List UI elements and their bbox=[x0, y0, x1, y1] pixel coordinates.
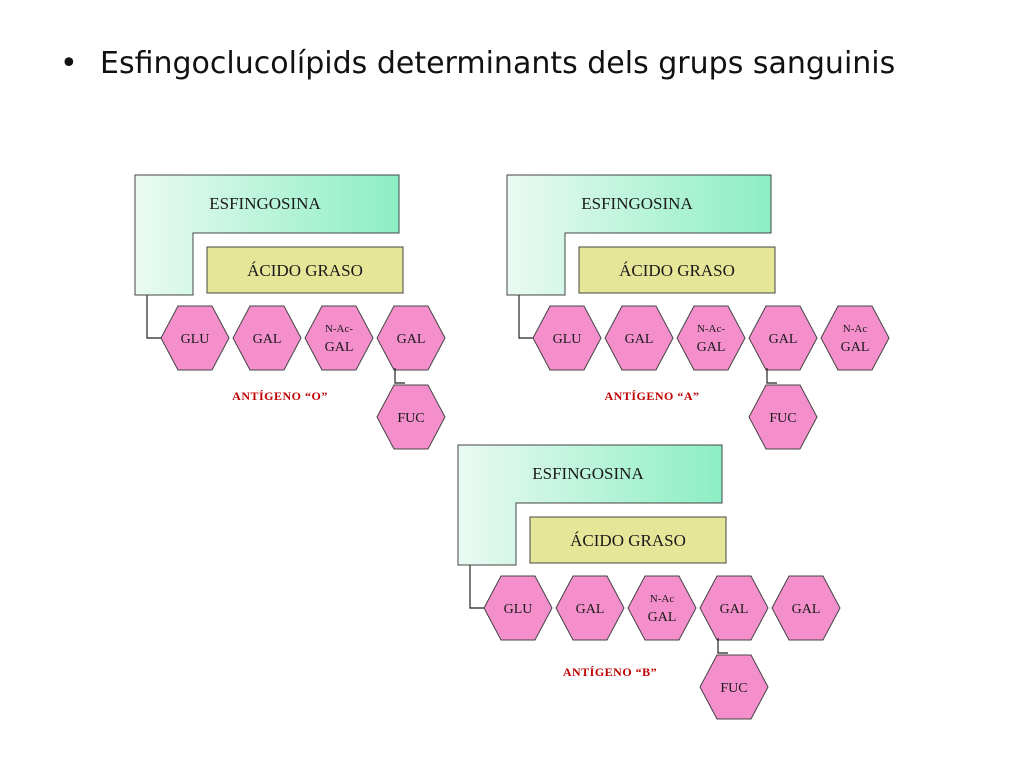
fatty-acid-label: ÁCIDO GRASO bbox=[570, 531, 686, 550]
hexagon-shape bbox=[676, 305, 746, 371]
branch-connector-line bbox=[766, 368, 777, 384]
hexagon-label-top: N-Ac bbox=[843, 323, 868, 335]
hexagon-shape bbox=[604, 305, 674, 371]
sphingosine-label: ESFINGOSINA bbox=[209, 194, 321, 213]
hexagon-shape bbox=[699, 575, 769, 641]
sugar-hexagon: GAL bbox=[699, 575, 769, 641]
hexagon-shape bbox=[820, 305, 890, 371]
hexagon-shape bbox=[748, 384, 818, 450]
sphingosine-label: ESFINGOSINA bbox=[581, 194, 693, 213]
fucose-hexagon: FUC bbox=[376, 384, 446, 450]
hexagon-label-bottom: GAL bbox=[325, 340, 354, 355]
hexagon-shape bbox=[627, 575, 697, 641]
slide-title-text: Esfingoclucolípids determinants dels gru… bbox=[100, 46, 896, 81]
sphingosine-box bbox=[134, 174, 400, 296]
sugar-hexagon: GAL bbox=[604, 305, 674, 371]
fatty-acid-box bbox=[529, 516, 727, 564]
hexagon-label-top: N-Ac- bbox=[697, 323, 725, 335]
hexagon-shape bbox=[160, 305, 230, 371]
hexagon-label: GAL bbox=[253, 332, 282, 347]
hexagon-shape bbox=[376, 384, 446, 450]
connector-line bbox=[469, 565, 484, 609]
fucose-hexagon: FUC bbox=[748, 384, 818, 450]
hexagon-label: GLU bbox=[553, 332, 582, 347]
hexagon-label: FUC bbox=[769, 411, 796, 426]
hexagon-label: GAL bbox=[397, 332, 426, 347]
branch-connector-line bbox=[394, 368, 405, 384]
hexagon-label: GAL bbox=[720, 602, 749, 617]
hexagon-shape bbox=[748, 305, 818, 371]
hexagon-label-top: N-Ac bbox=[650, 593, 675, 605]
sugar-hexagon: N-Ac- GAL bbox=[304, 305, 374, 371]
sugar-hexagon: GAL bbox=[771, 575, 841, 641]
hexagon-label: GAL bbox=[769, 332, 798, 347]
hexagon-label-top: N-Ac- bbox=[325, 323, 353, 335]
branch-connector-line bbox=[717, 638, 728, 654]
sugar-hexagon: GLU bbox=[532, 305, 602, 371]
fucose-hexagon: FUC bbox=[699, 654, 769, 720]
fatty-acid-box bbox=[578, 246, 776, 294]
sphingosine-box bbox=[506, 174, 772, 296]
hexagon-shape bbox=[699, 654, 769, 720]
sphingosine-label: ESFINGOSINA bbox=[532, 464, 644, 483]
hexagon-shape bbox=[532, 305, 602, 371]
antigen-label: ANTÍGENO “O” bbox=[232, 389, 328, 403]
hexagon-label: FUC bbox=[720, 681, 747, 696]
hexagon-shape bbox=[555, 575, 625, 641]
fatty-acid-label: ÁCIDO GRASO bbox=[619, 261, 735, 280]
hexagon-label: GAL bbox=[792, 602, 821, 617]
hexagon-shape bbox=[304, 305, 374, 371]
hexagon-label: GLU bbox=[504, 602, 533, 617]
hexagon-shape bbox=[232, 305, 302, 371]
sugar-hexagon: N-Ac- GAL bbox=[676, 305, 746, 371]
fatty-acid-label: ÁCIDO GRASO bbox=[247, 261, 363, 280]
hexagon-label-bottom: GAL bbox=[841, 340, 870, 355]
sugar-hexagon: GAL bbox=[232, 305, 302, 371]
sphingosine-box bbox=[457, 444, 723, 566]
hexagon-shape bbox=[771, 575, 841, 641]
sugar-hexagon: GAL bbox=[748, 305, 818, 371]
hexagon-label: GAL bbox=[625, 332, 654, 347]
sugar-hexagon: GLU bbox=[483, 575, 553, 641]
antigen-label: ANTÍGENO “A” bbox=[604, 389, 699, 403]
hexagon-shape bbox=[376, 305, 446, 371]
hexagon-label: GLU bbox=[181, 332, 210, 347]
hexagon-label-bottom: GAL bbox=[697, 340, 726, 355]
connector-line bbox=[146, 295, 161, 339]
connector-line bbox=[518, 295, 533, 339]
fatty-acid-box bbox=[206, 246, 404, 294]
sugar-hexagon: GAL bbox=[555, 575, 625, 641]
antigen-label: ANTÍGENO “B” bbox=[563, 665, 657, 679]
hexagon-label: GAL bbox=[576, 602, 605, 617]
bullet-point: • bbox=[60, 46, 78, 81]
hexagon-label-bottom: GAL bbox=[648, 610, 677, 625]
antigen-o-diagram: ESFINGOSINA ÁCIDO GRASO GLU GAL N-Ac- GAL GAL F… bbox=[134, 174, 446, 450]
hexagon-shape bbox=[483, 575, 553, 641]
hexagon-label: FUC bbox=[397, 411, 424, 426]
sugar-hexagon: GAL bbox=[376, 305, 446, 371]
slide-title: • Esfingoclucolípids determinants dels gr… bbox=[60, 46, 895, 81]
sugar-hexagon: GLU bbox=[160, 305, 230, 371]
